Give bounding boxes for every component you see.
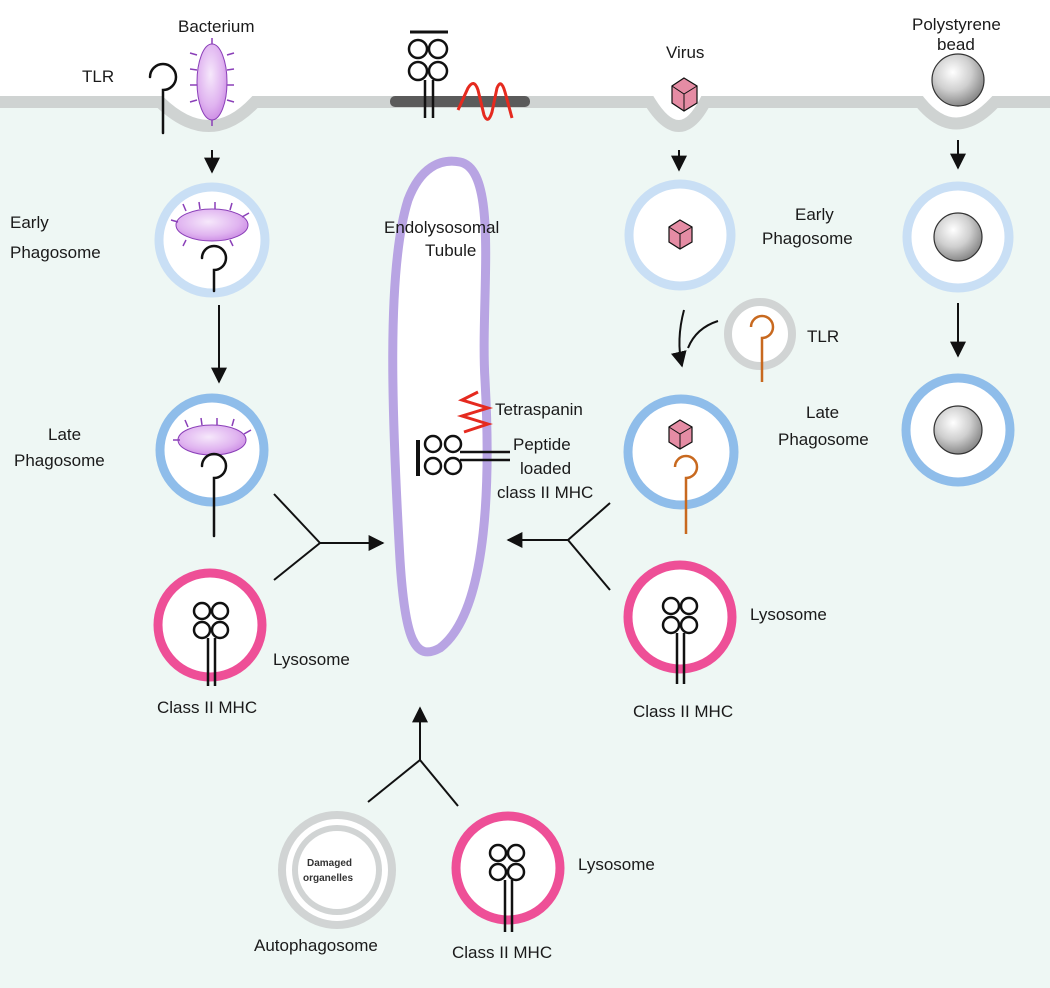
- label-endo-2: Tubule: [425, 241, 476, 260]
- tlr-membrane: [148, 62, 178, 135]
- label-peptide-1: Peptide: [513, 435, 571, 454]
- label-damaged-2: organelles: [303, 873, 353, 884]
- tlr-vesicle: [724, 298, 796, 382]
- endolysosomal-tubule: [388, 156, 492, 657]
- arrow-merge-bottom: [367, 706, 459, 807]
- label-mhc-bottom: Class II MHC: [452, 943, 552, 962]
- tetraspanin-membrane: [456, 82, 514, 121]
- early-phagosome-left: [154, 182, 270, 298]
- late-phagosome-left: [155, 393, 269, 538]
- label-late-left-2: Phagosome: [14, 451, 105, 470]
- label-late-left-1: Late: [48, 425, 81, 444]
- label-autophagosome: Autophagosome: [254, 936, 378, 955]
- label-lysosome-bottom: Lysosome: [578, 855, 655, 874]
- autophagosome: [278, 811, 396, 929]
- label-tetraspanin: Tetraspanin: [495, 400, 583, 419]
- label-late-right-1: Late: [806, 403, 839, 422]
- label-tlr-top: TLR: [82, 67, 114, 86]
- label-mhc-left: Class II MHC: [157, 698, 257, 717]
- lysosome-bottom: [451, 811, 565, 932]
- class-ii-mhc-membrane: [407, 30, 449, 118]
- label-bead-1: Polystyrene: [912, 15, 1001, 34]
- bacterium: [189, 38, 235, 126]
- label-lysosome-right: Lysosome: [750, 605, 827, 624]
- label-endo-1: Endolysosomal: [384, 218, 499, 237]
- lysosome-left: [153, 568, 267, 686]
- label-bead-2: bead: [937, 35, 975, 54]
- label-virus: Virus: [666, 43, 704, 62]
- plasma-membrane: [0, 96, 1050, 132]
- peptide-loaded-mhc: [416, 434, 510, 476]
- arrow-merge-left: [273, 493, 385, 581]
- label-tlr-right: TLR: [807, 327, 839, 346]
- late-phagosome-bead: [901, 373, 1015, 487]
- early-phagosome-right: [624, 179, 736, 291]
- label-peptide-2: loaded: [520, 459, 571, 478]
- label-early-left-1: Early: [10, 213, 49, 232]
- tetraspanin-tubule: [456, 390, 494, 434]
- label-late-right-2: Phagosome: [778, 430, 869, 449]
- label-early-left-2: Phagosome: [10, 243, 101, 262]
- virus: [671, 77, 698, 112]
- late-phagosome-right: [623, 394, 739, 534]
- arrow-early-late-right: [670, 309, 719, 368]
- lysosome-right: [623, 560, 737, 684]
- label-lysosome-left: Lysosome: [273, 650, 350, 669]
- label-bacterium: Bacterium: [178, 17, 255, 36]
- arrow-merge-right: [506, 502, 611, 591]
- label-early-right-1: Early: [795, 205, 834, 224]
- label-damaged-1: Damaged: [307, 858, 352, 869]
- label-mhc-right: Class II MHC: [633, 702, 733, 721]
- polystyrene-bead: [931, 53, 985, 107]
- early-phagosome-bead: [902, 181, 1014, 293]
- label-peptide-3: class II MHC: [497, 483, 593, 502]
- label-early-right-2: Phagosome: [762, 229, 853, 248]
